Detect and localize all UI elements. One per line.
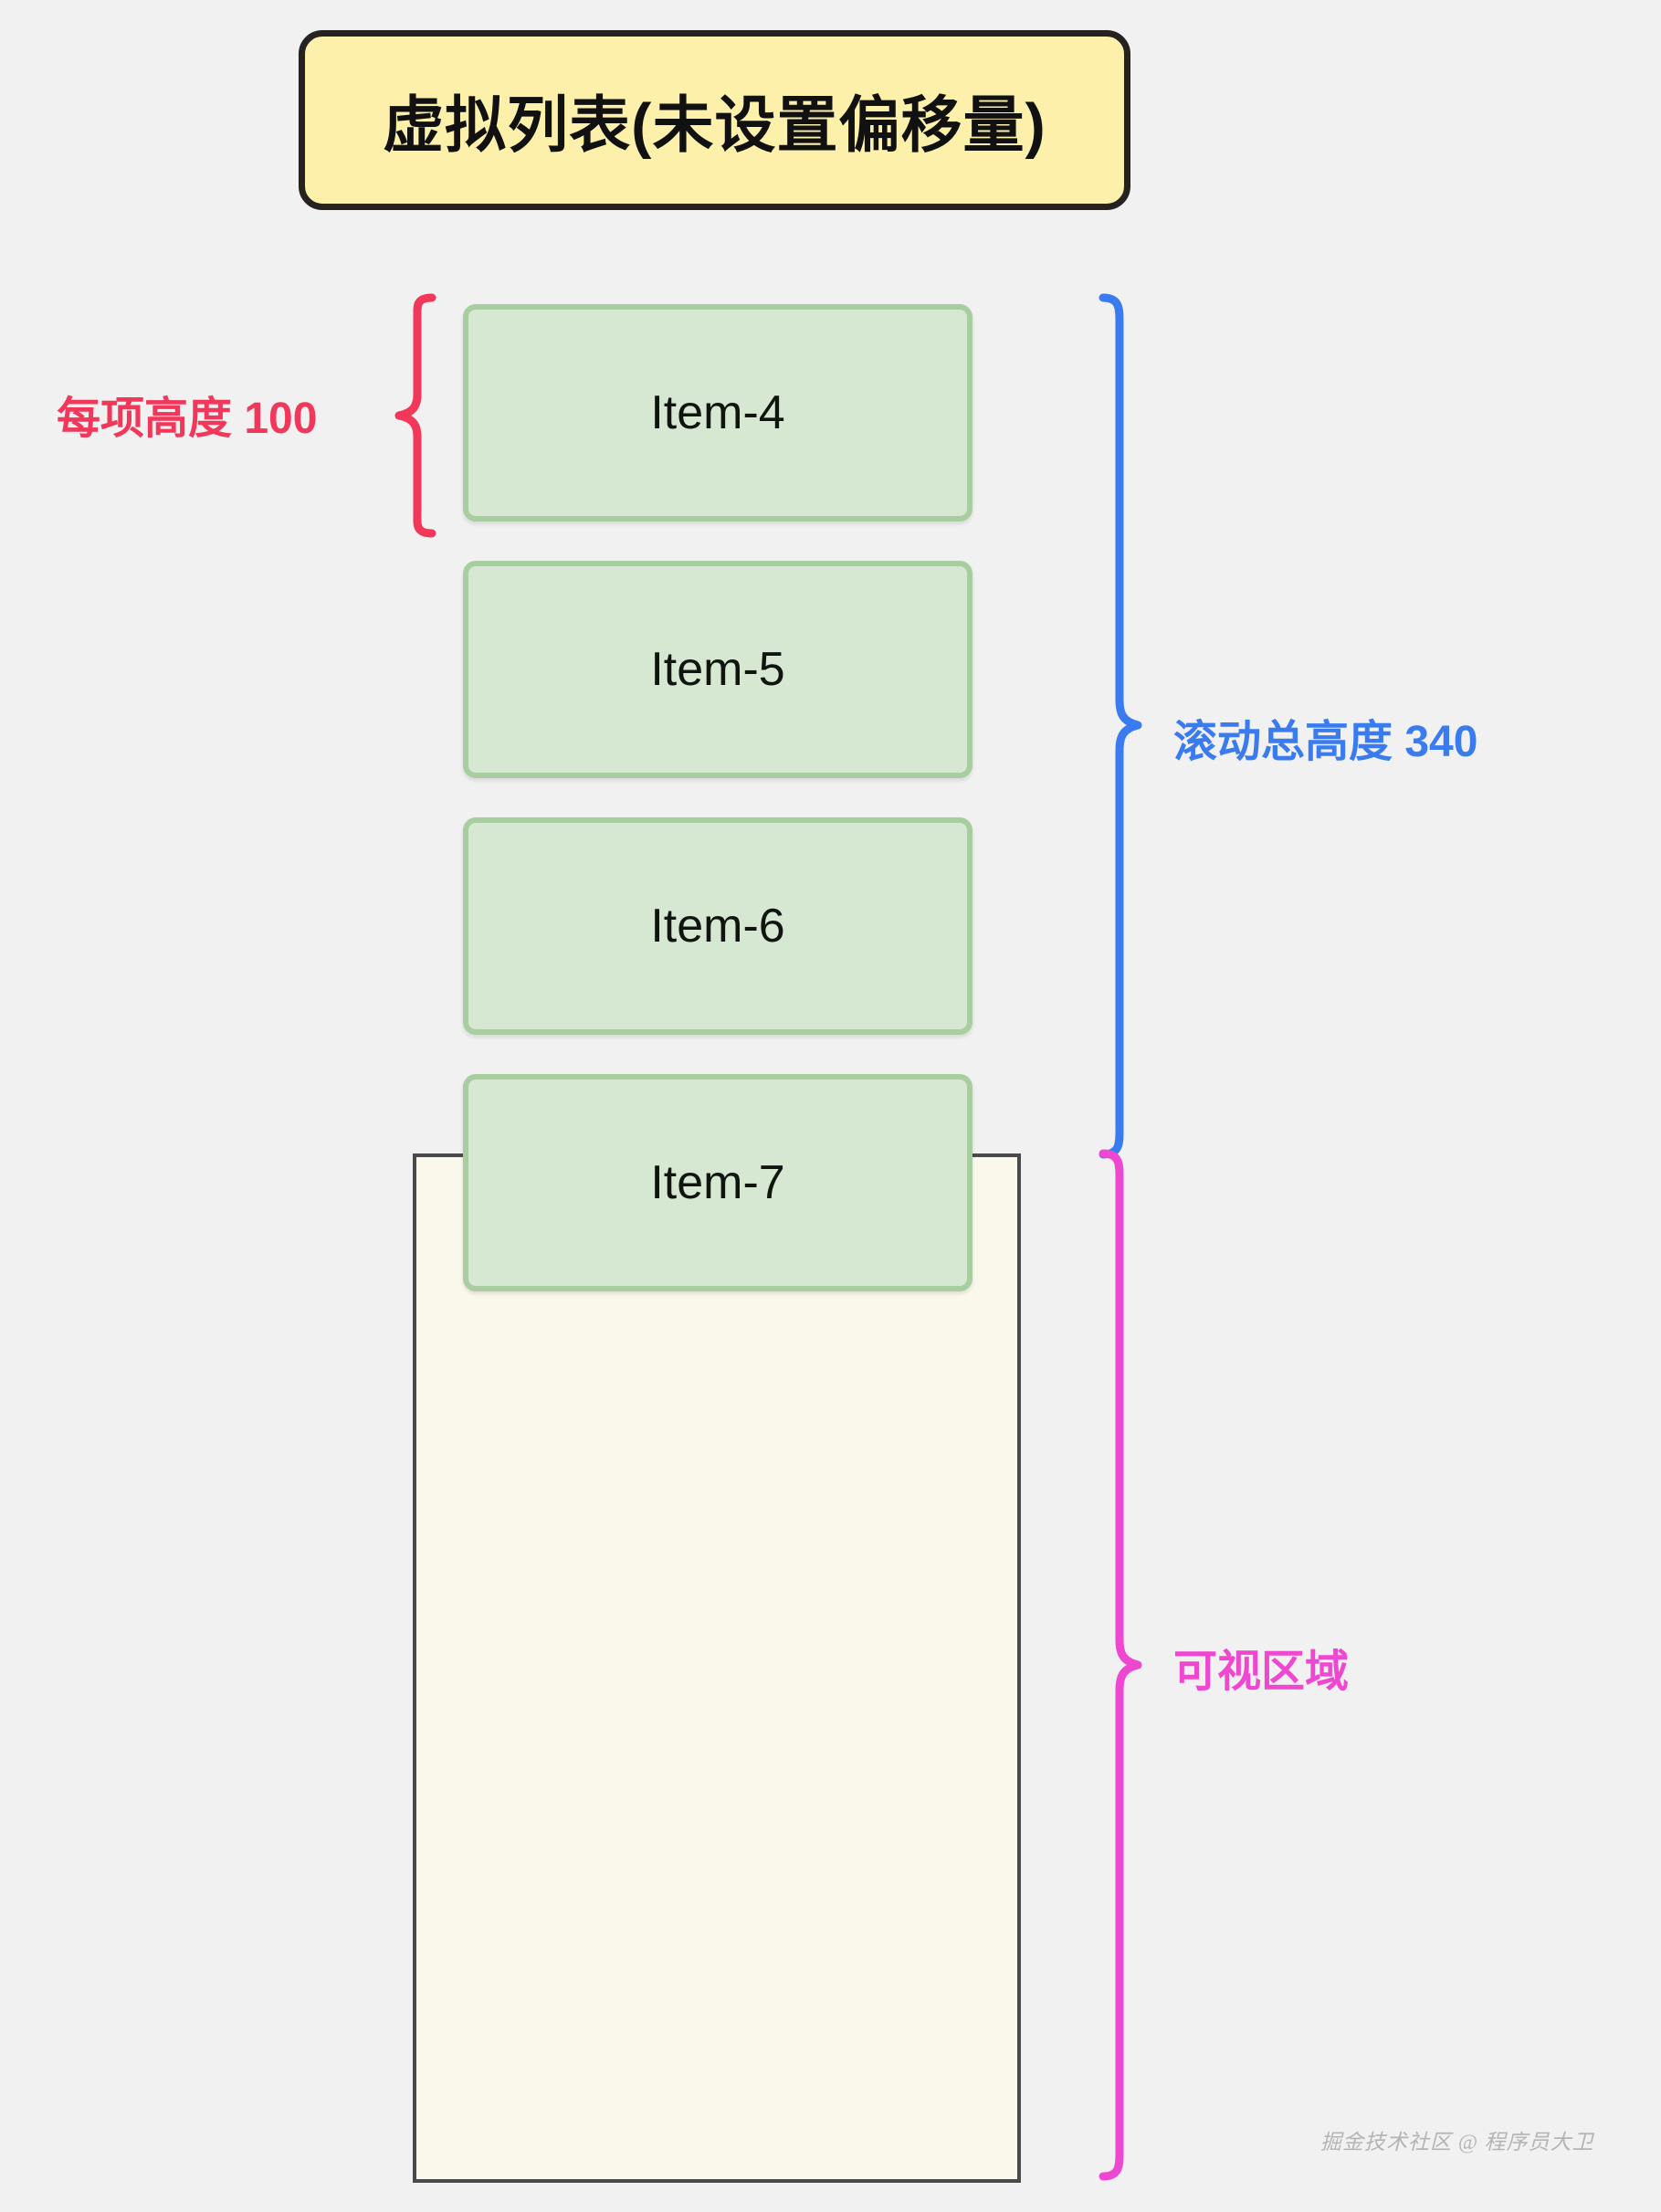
page-title: 虚拟列表(未设置偏移量)	[383, 91, 1046, 160]
list-item-label: Item-5	[650, 643, 785, 696]
list-item[interactable]: Item-4	[463, 304, 972, 521]
visible-area-brace-icon	[1099, 1149, 1142, 2181]
annotation-item-height: 每项高度 100	[57, 395, 318, 443]
list-item[interactable]: Item-7	[463, 1074, 972, 1291]
annotation-visible-area: 可视区域	[1173, 1648, 1350, 1696]
annotation-total-scroll-height: 滚动总高度 340	[1173, 718, 1478, 766]
total-scroll-height-brace-icon	[1099, 293, 1142, 1159]
list-item[interactable]: Item-5	[463, 561, 972, 778]
item-height-brace-icon	[394, 293, 436, 538]
diagram-title-box: 虚拟列表(未设置偏移量)	[299, 30, 1130, 210]
watermark: 掘金技术社区 @ 程序员大卫	[1320, 2131, 1594, 2154]
viewport-area-box	[413, 1153, 1021, 2183]
list-item-label: Item-4	[650, 386, 785, 439]
list-item-label: Item-7	[650, 1156, 785, 1209]
list-item[interactable]: Item-6	[463, 817, 972, 1035]
list-item-label: Item-6	[650, 900, 785, 953]
